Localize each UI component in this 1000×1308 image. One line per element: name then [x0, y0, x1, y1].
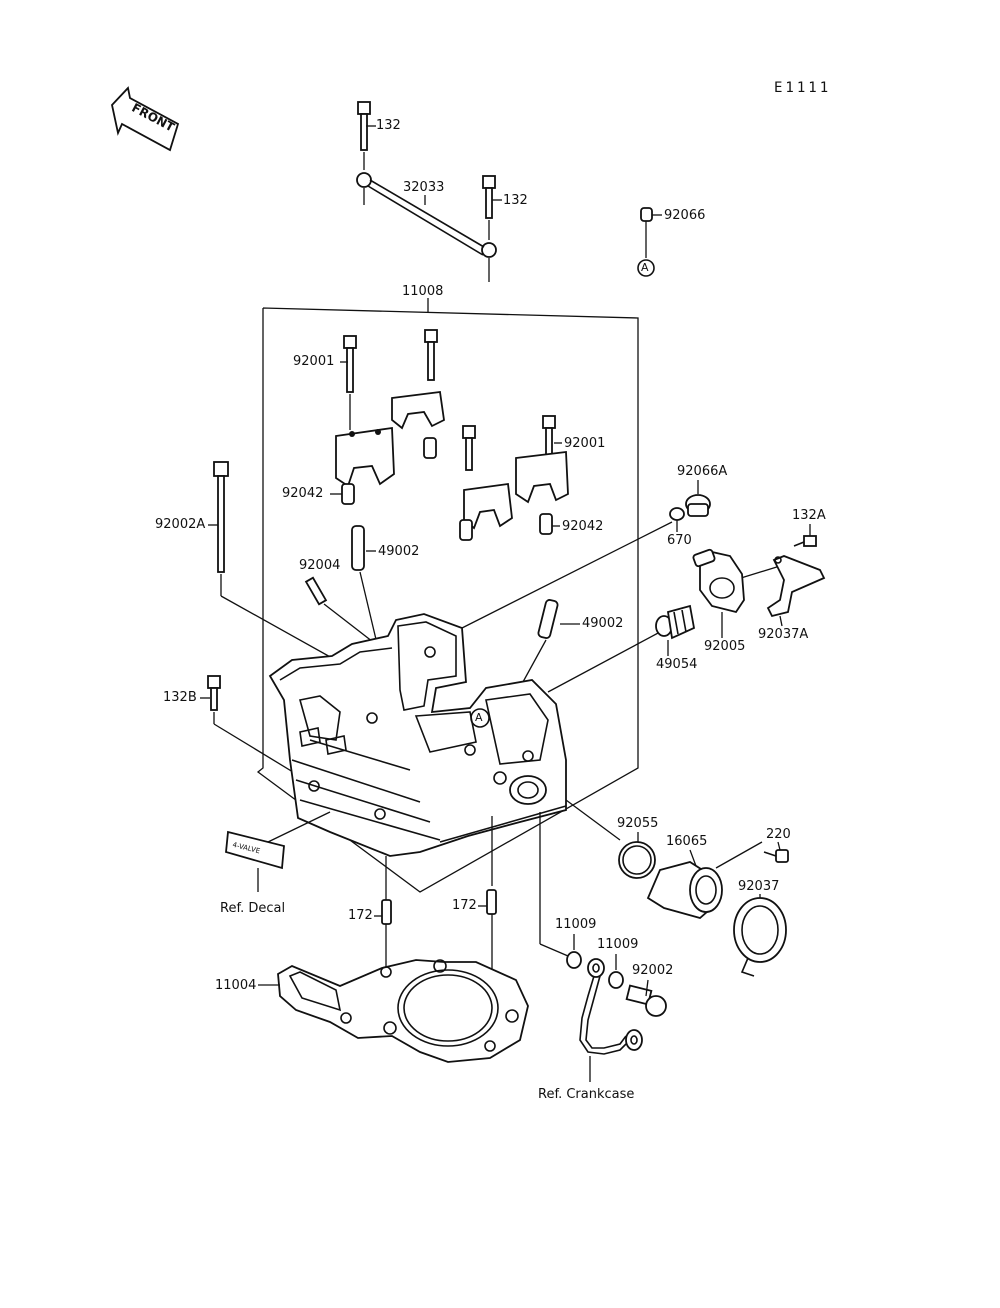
assembly-frame-11008: [256, 307, 639, 893]
part-label-92002A: 92002A: [155, 517, 206, 532]
plug-92066: [637, 207, 655, 277]
part-label-92005: 92005: [704, 639, 746, 654]
part-label-92042-right: 92042: [562, 519, 604, 534]
screw-220: [763, 849, 789, 863]
bolt-132A: [793, 535, 817, 547]
part-label-49002-upper: 49002: [378, 544, 420, 559]
cam-caps: [335, 390, 569, 530]
callout-a-head-label: A: [475, 711, 483, 724]
part-label-132A: 132A: [792, 508, 826, 523]
dowel-172: [381, 889, 497, 925]
part-label-11004: 11004: [215, 978, 257, 993]
part-label-32033: 32033: [403, 180, 445, 195]
cylinder-head: [268, 613, 567, 857]
part-label-92066: 92066: [664, 208, 706, 223]
oil-pipe-assembly: [566, 951, 667, 1082]
part-label-49054: 49054: [656, 657, 698, 672]
stay-32033: [356, 172, 497, 282]
part-label-92001-right: 92001: [564, 436, 606, 451]
part-label-16065: 16065: [666, 834, 708, 849]
thermostat-49054: [655, 604, 696, 640]
o-ring-92055: [618, 841, 656, 879]
ref-decal-label: Ref. Decal: [220, 901, 286, 916]
bolt-132-top: [357, 101, 371, 170]
plug-92066A: [685, 494, 711, 517]
callout-a-head: [470, 708, 490, 728]
part-label-132-top: 132: [376, 118, 401, 133]
part-label-220: 220: [766, 827, 791, 842]
cam-cap-bolts: [343, 329, 556, 471]
decal-plate: 4-VALVE: [225, 830, 285, 892]
diagram-code: E1111: [774, 80, 832, 96]
dowel-pins-92042: [341, 437, 553, 541]
part-label-49002-lower: 49002: [582, 616, 624, 631]
carburetor-holder-16065: [646, 861, 723, 919]
part-label-132B: 132B: [163, 690, 197, 705]
clamp-92037: [733, 897, 787, 977]
ref-crankcase-label: Ref. Crankcase: [538, 1087, 635, 1102]
thermostat-cover-92005: [692, 548, 745, 614]
part-label-11008: 11008: [402, 284, 444, 299]
part-label-92042-left: 92042: [282, 486, 324, 501]
callout-a-top-label: A: [641, 261, 649, 274]
part-label-11009-right: 11009: [597, 937, 639, 952]
leader-lines: [267, 521, 781, 1000]
front-arrow-icon: FRONT: [111, 86, 180, 152]
part-label-92037A: 92037A: [758, 627, 809, 642]
part-label-92002: 92002: [632, 963, 674, 978]
o-ring-670: [669, 507, 685, 521]
part-label-670: 670: [667, 533, 692, 548]
bolt-92002A: [213, 461, 351, 669]
head-gasket-11004: [277, 959, 529, 1063]
part-label-132-right: 132: [503, 193, 528, 208]
bracket-92037A: [766, 555, 826, 618]
bolt-132-right: [482, 175, 496, 240]
part-label-172-right: 172: [452, 898, 477, 913]
part-label-11009-left: 11009: [555, 917, 597, 932]
part-label-92055: 92055: [617, 816, 659, 831]
part-label-92066A: 92066A: [677, 464, 728, 479]
part-label-172-left: 172: [348, 908, 373, 923]
part-label-92004: 92004: [299, 558, 341, 573]
part-label-92001-left: 92001: [293, 354, 335, 369]
part-label-92037: 92037: [738, 879, 780, 894]
